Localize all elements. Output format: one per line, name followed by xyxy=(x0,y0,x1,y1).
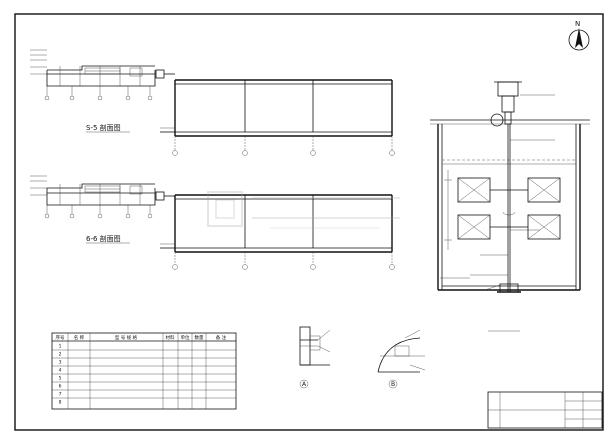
table-cell: 1 xyxy=(59,344,62,350)
section-6-6 xyxy=(30,175,395,270)
section-6-title: 6-6 剖面图 xyxy=(86,234,121,243)
detail-a xyxy=(299,326,331,389)
section-5-5 xyxy=(30,49,395,156)
material-table: 序号 名 称 型 号 规 格 材料单位数量 备 注 1 2 3 4 5 6 7 8 xyxy=(51,332,237,410)
compass-north-label: N xyxy=(575,20,580,28)
mixer-elevation xyxy=(430,81,590,293)
title-block xyxy=(487,391,603,429)
table-cell: 2 xyxy=(59,352,62,358)
table-header-cell: 名 称 xyxy=(74,334,85,341)
table-header-cell: 型 号 规 格 xyxy=(115,334,138,341)
drawing-frame xyxy=(14,13,604,431)
section-5-title: S-5 剖面图 xyxy=(86,123,121,132)
compass-north-arrow xyxy=(568,28,590,51)
table-cell: 4 xyxy=(59,368,62,374)
watermark-logo xyxy=(207,191,400,229)
table-cell: 6 xyxy=(59,384,62,390)
detail-b xyxy=(377,329,426,389)
table-cell: 3 xyxy=(59,360,62,366)
table-header-cell: 材料 xyxy=(166,334,175,341)
table-cell: 5 xyxy=(59,376,62,382)
table-cell: 7 xyxy=(59,392,62,398)
table-header-cell: 单位 xyxy=(181,334,190,341)
detail-a-marker: A xyxy=(302,381,307,388)
table-header-cell: 序号 xyxy=(56,334,65,341)
detail-b-marker: B xyxy=(391,381,395,388)
table-cell: 8 xyxy=(59,400,62,406)
table-header-cell: 备 注 xyxy=(216,334,227,341)
table-header-cell: 数量 xyxy=(195,334,204,341)
